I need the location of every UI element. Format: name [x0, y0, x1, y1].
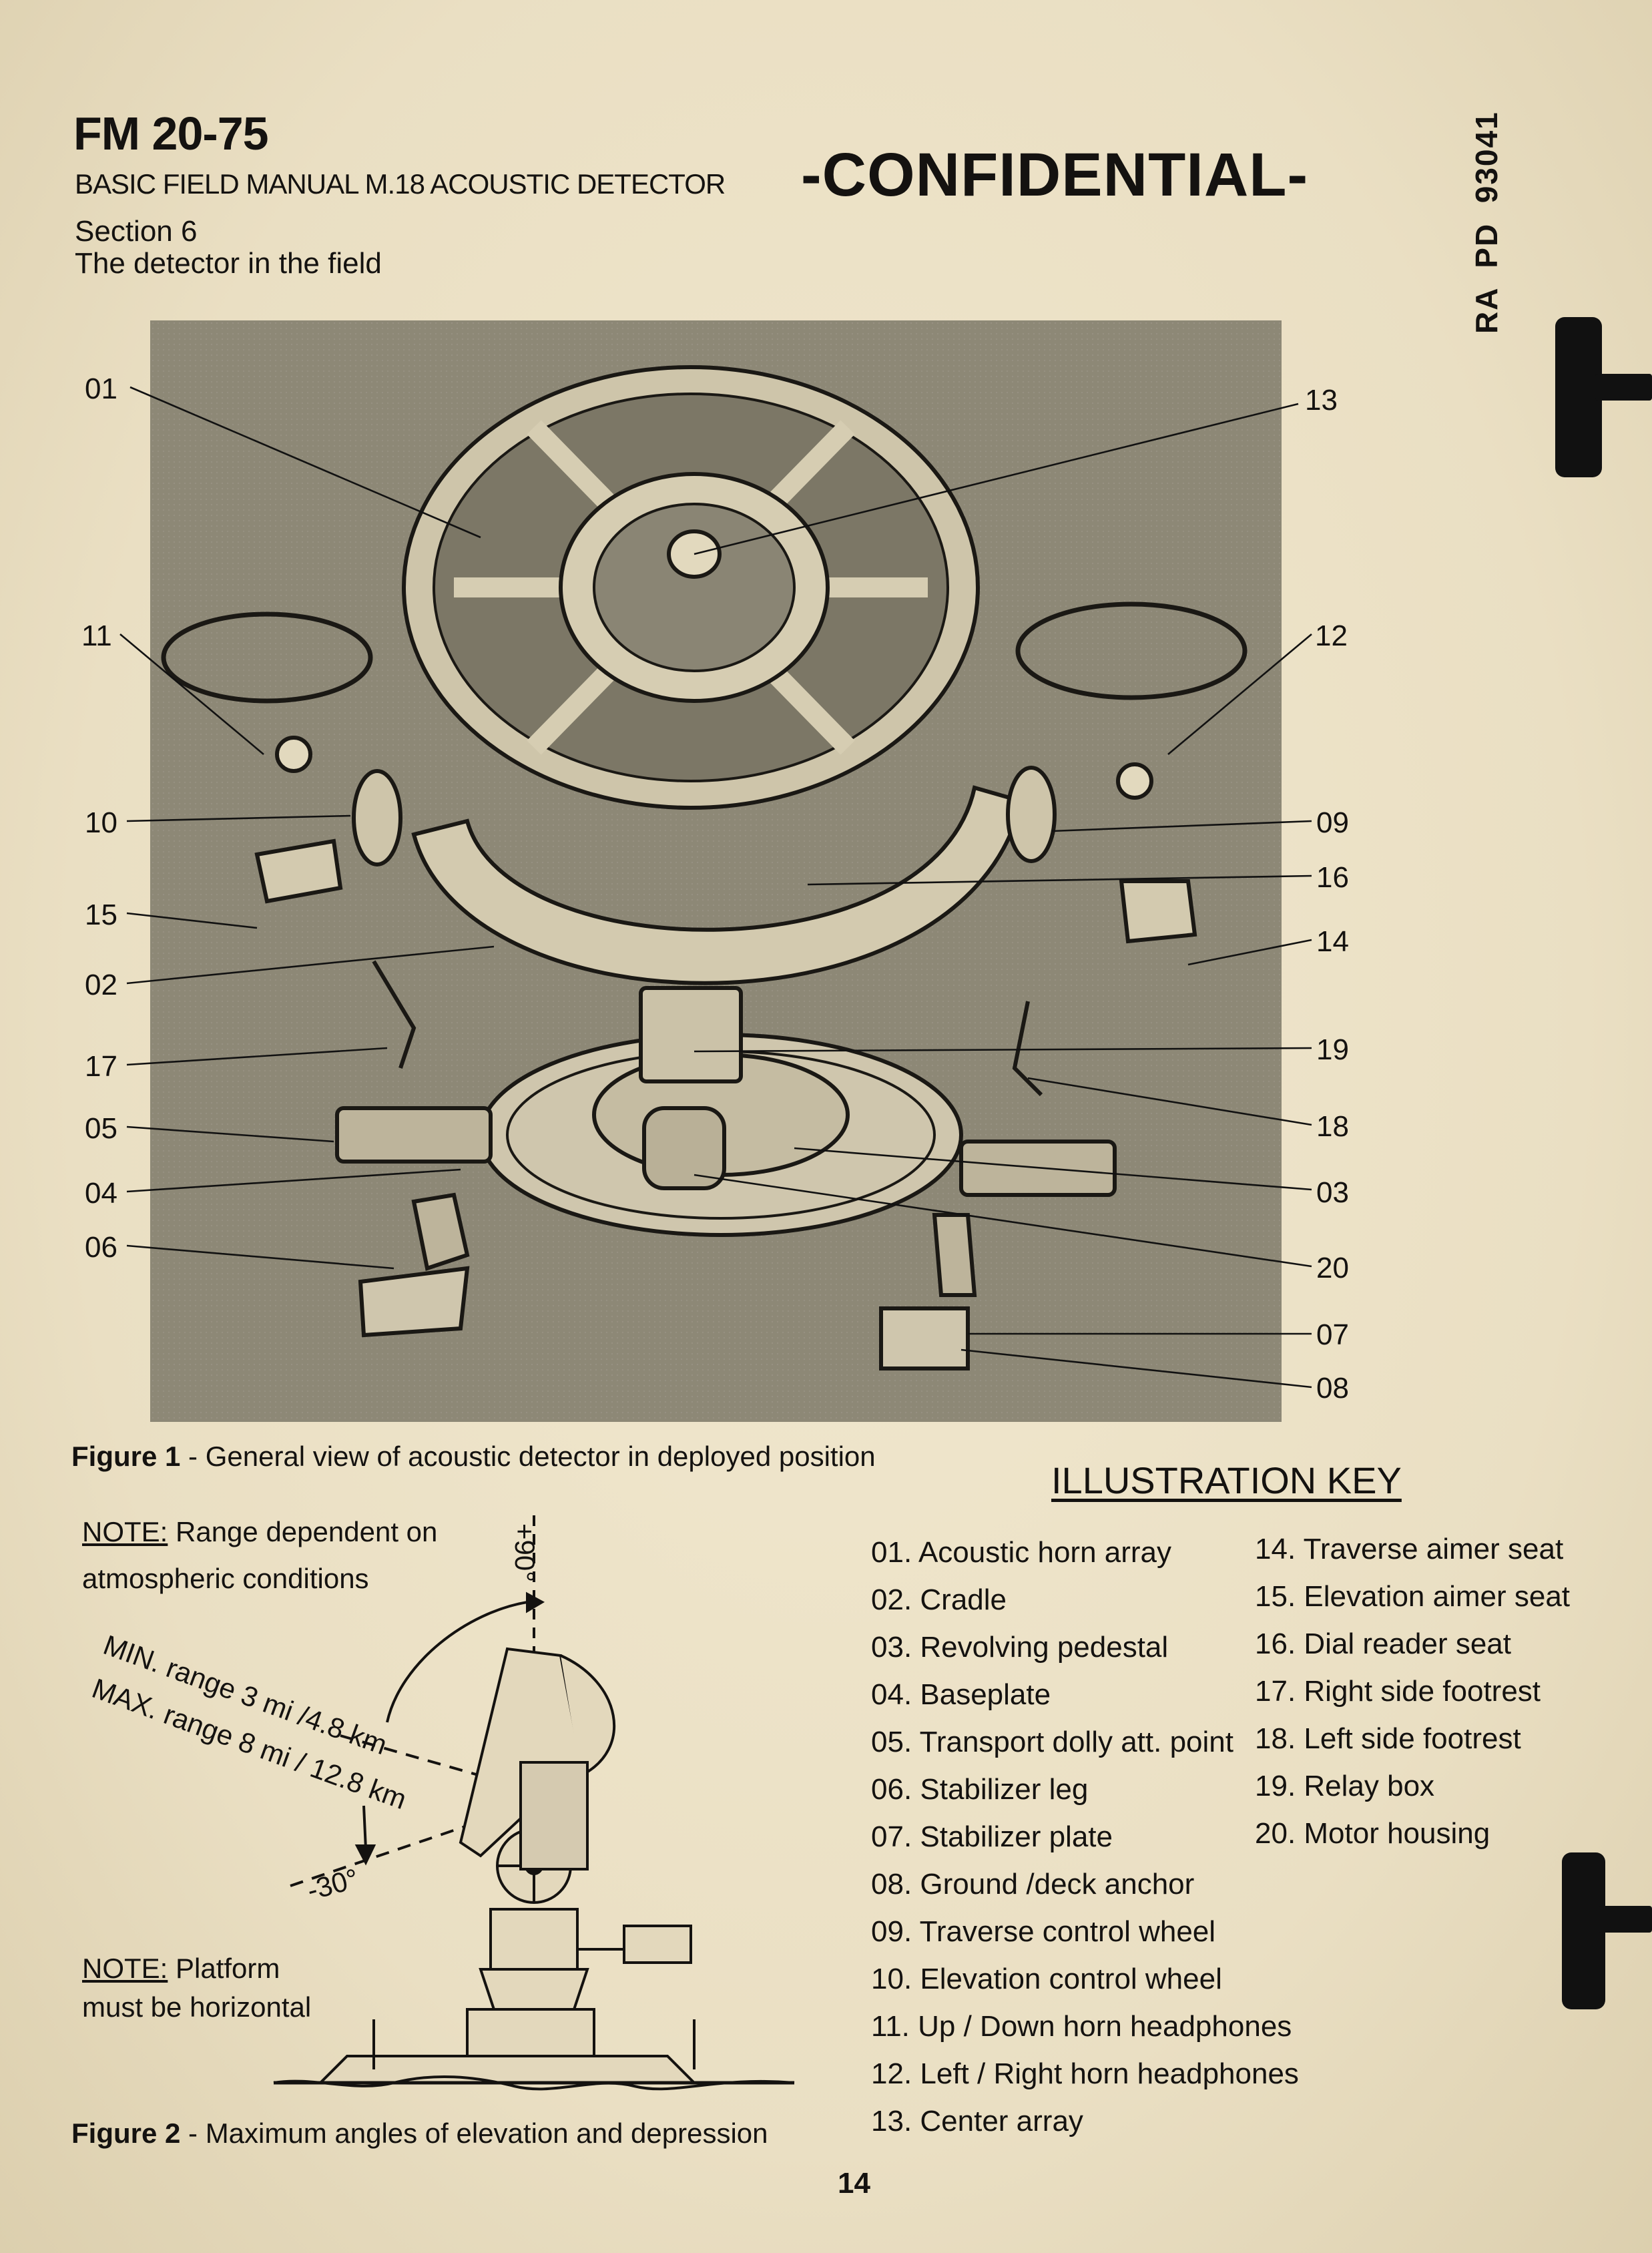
key-item: 02. Cradle: [871, 1583, 1007, 1616]
callout-02: 02: [85, 969, 117, 1001]
key-item: 14. Traverse aimer seat: [1255, 1533, 1564, 1565]
note-range-text: Range dependent on: [168, 1516, 438, 1547]
note-platform-label: NOTE:: [82, 1953, 168, 1984]
key-item: 17. Right side footrest: [1255, 1675, 1541, 1708]
stabilizer-plate-right: [879, 1306, 970, 1370]
key-item: 01. Acoustic horn array: [871, 1536, 1172, 1569]
note-range: NOTE: Range dependent on atmospheric con…: [82, 1509, 437, 1602]
section-number: Section 6: [75, 215, 198, 248]
key-item: 03. Revolving pedestal: [871, 1631, 1169, 1664]
callout-07: 07: [1316, 1318, 1349, 1351]
binder-punch-top: [1555, 317, 1602, 477]
figure-1-caption-label: Figure 1: [71, 1441, 181, 1472]
elevation-aimer-seat: [254, 838, 343, 904]
figure-1-caption: Figure 1 - General view of acoustic dete…: [71, 1441, 876, 1473]
stabilizer-plate-left: [358, 1266, 470, 1338]
key-item: 12. Left / Right horn headphones: [871, 2057, 1299, 2090]
callout-09: 09: [1316, 806, 1349, 839]
callout-05: 05: [85, 1112, 117, 1145]
callout-03: 03: [1316, 1176, 1349, 1209]
callout-14: 14: [1316, 925, 1349, 958]
elevation-arrowhead: [526, 1591, 545, 1613]
key-item: 13. Center array: [871, 2105, 1083, 2138]
motor-housing: [642, 1106, 726, 1190]
figure-1-illustration: [119, 365, 1312, 1389]
note-platform-text-line2: must be horizontal: [82, 1991, 312, 2023]
key-item: 10. Elevation control wheel: [871, 1963, 1222, 1995]
up-down-headphones: [161, 611, 373, 704]
callout-04: 04: [85, 1177, 117, 1210]
binder-punch-bottom: [1562, 1852, 1605, 2009]
document-title: BASIC FIELD MANUAL M.18 ACOUSTIC DETECTO…: [75, 168, 726, 200]
figure-1-caption-text: - General view of acoustic detector in d…: [180, 1441, 876, 1472]
key-item: 18. Left side footrest: [1255, 1722, 1521, 1755]
relay-box: [639, 986, 743, 1083]
key-item: 11. Up / Down horn headphones: [871, 2010, 1292, 2043]
elevation-arc: [386, 1601, 528, 1723]
illustration-key-column-2: 14. Traverse aimer seat 15. Elevation ai…: [1255, 1525, 1570, 1857]
classification-stamp: -CONFIDENTIAL-: [801, 141, 1309, 209]
callout-06: 06: [85, 1231, 117, 1264]
callout-13: 13: [1305, 384, 1338, 417]
depression-arc: [362, 1805, 367, 1850]
callout-19: 19: [1316, 1033, 1349, 1066]
callout-10: 10: [85, 806, 117, 839]
seat: [623, 1925, 692, 1964]
callout-11: 11: [81, 619, 112, 652]
binder-punch-top-tab: [1595, 374, 1652, 401]
callout-18: 18: [1316, 1110, 1349, 1143]
figure-2-caption-label: Figure 2: [71, 2117, 181, 2149]
note-platform-text: Platform: [168, 1953, 280, 1984]
platform-base: [317, 2055, 698, 2084]
callout-01: 01: [85, 372, 117, 405]
note-platform: NOTE: Platform must be horizontal: [82, 1949, 311, 2027]
stabilizer-leg-right: [932, 1213, 977, 1297]
figure-2-elevation-diagram: [273, 1515, 795, 2091]
document-code: FM 20-75: [73, 107, 269, 160]
section-name: The detector in the field: [75, 247, 382, 280]
elevation-control-wheel: [352, 769, 402, 866]
illustration-key-heading: ILLUSTRATION KEY: [1051, 1459, 1402, 1501]
callout-20: 20: [1316, 1252, 1349, 1284]
callout-16: 16: [1316, 861, 1349, 894]
dolly-rail-left: [335, 1106, 493, 1164]
left-side-footrest: [1012, 1001, 1043, 1097]
key-item: 15. Elevation aimer seat: [1255, 1580, 1571, 1613]
key-item: 09. Traverse control wheel: [871, 1915, 1216, 1948]
key-item: 04. Baseplate: [871, 1678, 1051, 1711]
traverse-aimer-seat: [1119, 879, 1197, 944]
stabilizer-leg-left: [411, 1192, 470, 1271]
right-side-footrest: [372, 960, 417, 1069]
key-item: 07. Stabilizer plate: [871, 1820, 1113, 1853]
key-item: 08. Ground /deck anchor: [871, 1868, 1195, 1901]
key-item: 06. Stabilizer leg: [871, 1773, 1089, 1806]
key-item: 20. Motor housing: [1255, 1817, 1490, 1850]
note-range-label: NOTE:: [82, 1516, 168, 1547]
figure-2-caption-text: - Maximum angles of elevation and depres…: [180, 2117, 768, 2149]
depression-line: [290, 1824, 468, 1887]
traverse-control-wheel: [1006, 766, 1057, 863]
callout-15: 15: [85, 899, 117, 931]
key-item: 19. Relay box: [1255, 1770, 1435, 1802]
detector-pedestal: [489, 1908, 579, 1971]
callout-17: 17: [85, 1050, 117, 1083]
angle-up-label: +90°: [509, 1523, 541, 1583]
key-item: 16. Dial reader seat: [1255, 1628, 1511, 1660]
callout-08: 08: [1316, 1372, 1349, 1405]
page-number: 14: [838, 2167, 870, 2200]
callout-12: 12: [1315, 619, 1348, 652]
binder-punch-bottom-tab: [1599, 1906, 1652, 1933]
illustration-key-column-1: 01. Acoustic horn array 02. Cradle 03. R…: [871, 1529, 1299, 2145]
left-right-headphones: [1015, 601, 1248, 700]
key-item: 05. Transport dolly att. point: [871, 1726, 1233, 1758]
figure-2-caption: Figure 2 - Maximum angles of elevation a…: [71, 2117, 768, 2150]
note-range-text-line2: atmospheric conditions: [82, 1563, 369, 1594]
